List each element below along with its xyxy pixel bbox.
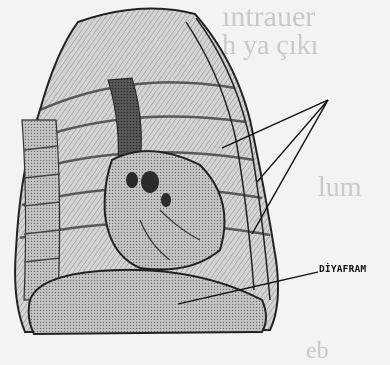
diaphragm-label: DİYAFRAM (319, 264, 366, 275)
spine (22, 120, 60, 300)
